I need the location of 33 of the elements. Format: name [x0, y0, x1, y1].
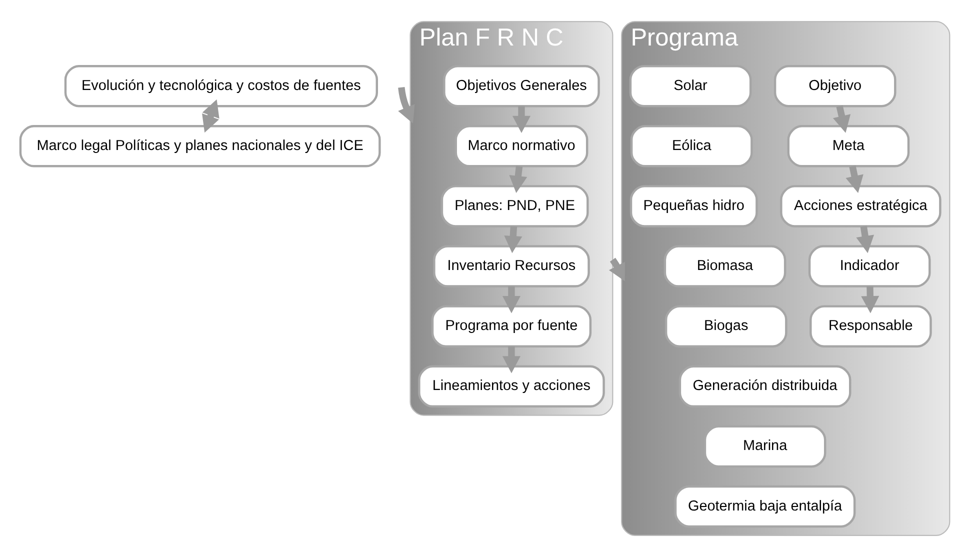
arrow	[502, 286, 520, 314]
arrow	[856, 226, 874, 254]
node-box: Programa por fuente	[431, 305, 592, 348]
arrow	[502, 346, 520, 374]
node-box: Marina	[704, 425, 826, 468]
arrow	[512, 106, 530, 134]
arrow	[509, 166, 528, 194]
arrow	[846, 166, 864, 193]
node-box: Meta	[787, 125, 910, 168]
node-box: Biogas	[664, 305, 788, 348]
node-box: Biomasa	[664, 245, 786, 288]
node-box: Solar	[629, 64, 752, 108]
node-box: Responsable	[810, 305, 932, 348]
node-box: Marco normativo	[454, 125, 588, 168]
node-box: Planes: PND, PNE	[440, 185, 589, 228]
arrow	[608, 258, 625, 282]
arrow	[398, 86, 415, 124]
arrow	[202, 99, 220, 133]
node-box: Acciones estratégica	[780, 185, 942, 228]
node-box: Objetivo	[774, 64, 896, 108]
arrow	[504, 226, 522, 254]
arrow	[832, 105, 851, 133]
node-box: Pequeñas hidro	[630, 185, 758, 228]
node-box: Lineamientos y acciones	[418, 365, 605, 408]
node-box: Indicador	[808, 245, 931, 288]
node-box: Geotermia baja entalpía	[674, 485, 856, 528]
node-box: Marco legal Políticas y planes nacionales y del ICE	[19, 125, 381, 168]
node-box: Objetivos Generales	[443, 64, 600, 108]
node-box: Generación distribuida	[678, 365, 852, 408]
node-box: Eólica	[630, 125, 753, 168]
arrow	[861, 286, 880, 314]
node-box: Inventario Recursos	[433, 245, 590, 288]
node-box: Evolución y tecnológica y costos de fuentes	[64, 64, 378, 108]
